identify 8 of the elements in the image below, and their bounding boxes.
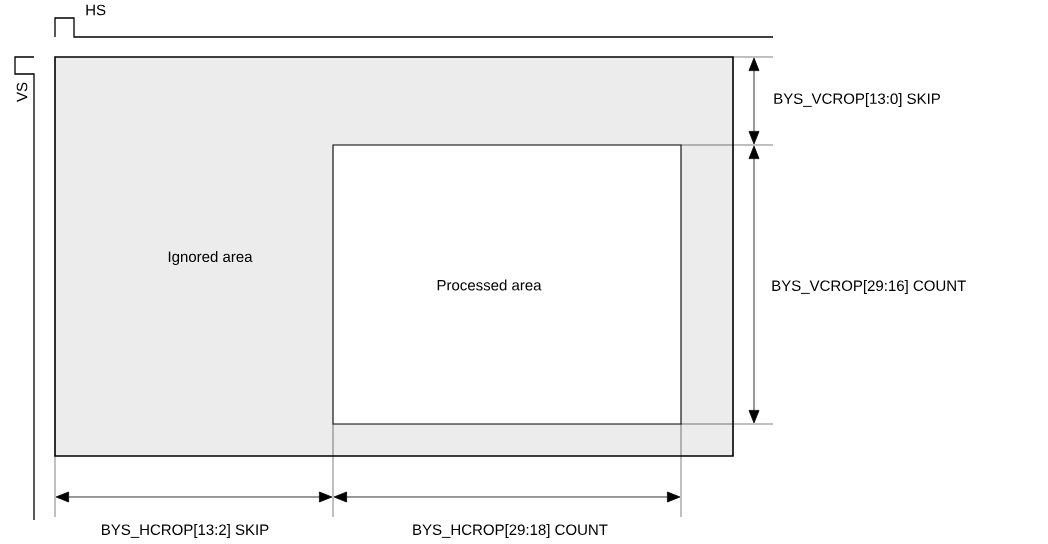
dimension-label: BYS_HCROP[13:2] SKIP [102,524,269,538]
signal-label: HS [86,4,106,16]
area-label: Ignored area [168,251,253,265]
dimension-label: BYS_VCROP[29:16] COUNT [772,280,966,294]
dimension-label: BYS_VCROP[13:0] SKIP [774,93,940,107]
dimension-label: BYS_HCROP[29:18] COUNT [413,524,608,538]
signal-label: VS [16,82,28,102]
area-label: Processed area [437,279,542,291]
